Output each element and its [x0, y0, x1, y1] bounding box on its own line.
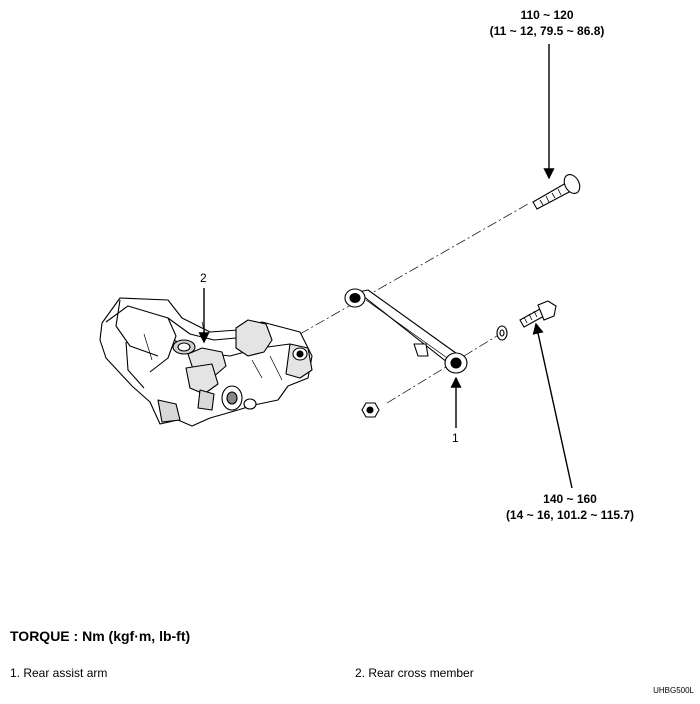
nut-drawing — [361, 402, 380, 418]
right-bolt-drawing — [519, 300, 557, 328]
legend-item-1: 1. Rear assist arm — [10, 666, 108, 680]
torque-right-value: 140 ~ 160 — [543, 492, 597, 506]
alignment-lines — [299, 203, 529, 404]
rear-assist-arm-drawing — [344, 288, 468, 374]
figure-code: UHBG500L — [653, 686, 694, 695]
legend-item-2: 2. Rear cross member — [355, 666, 474, 680]
leader-arrows — [198, 44, 573, 489]
washer-drawing — [496, 325, 508, 341]
torque-callout-right: 140 ~ 160 (14 ~ 16, 101.2 ~ 115.7) — [495, 491, 645, 523]
callout-number-1: 1 — [452, 431, 459, 445]
torque-top-conversions: (11 ~ 12, 79.5 ~ 86.8) — [489, 24, 605, 38]
top-bolt-drawing — [532, 174, 581, 210]
callout-number-2: 2 — [200, 271, 207, 285]
torque-top-value: 110 ~ 120 — [520, 8, 574, 22]
torque-unit-label: TORQUE : Nm (kgf·m, lb-ft) — [10, 628, 191, 644]
torque-right-conversions: (14 ~ 16, 101.2 ~ 115.7) — [505, 508, 635, 522]
torque-callout-top: 110 ~ 120 (11 ~ 12, 79.5 ~ 86.8) — [482, 7, 612, 39]
rear-cross-member-drawing — [99, 297, 313, 427]
